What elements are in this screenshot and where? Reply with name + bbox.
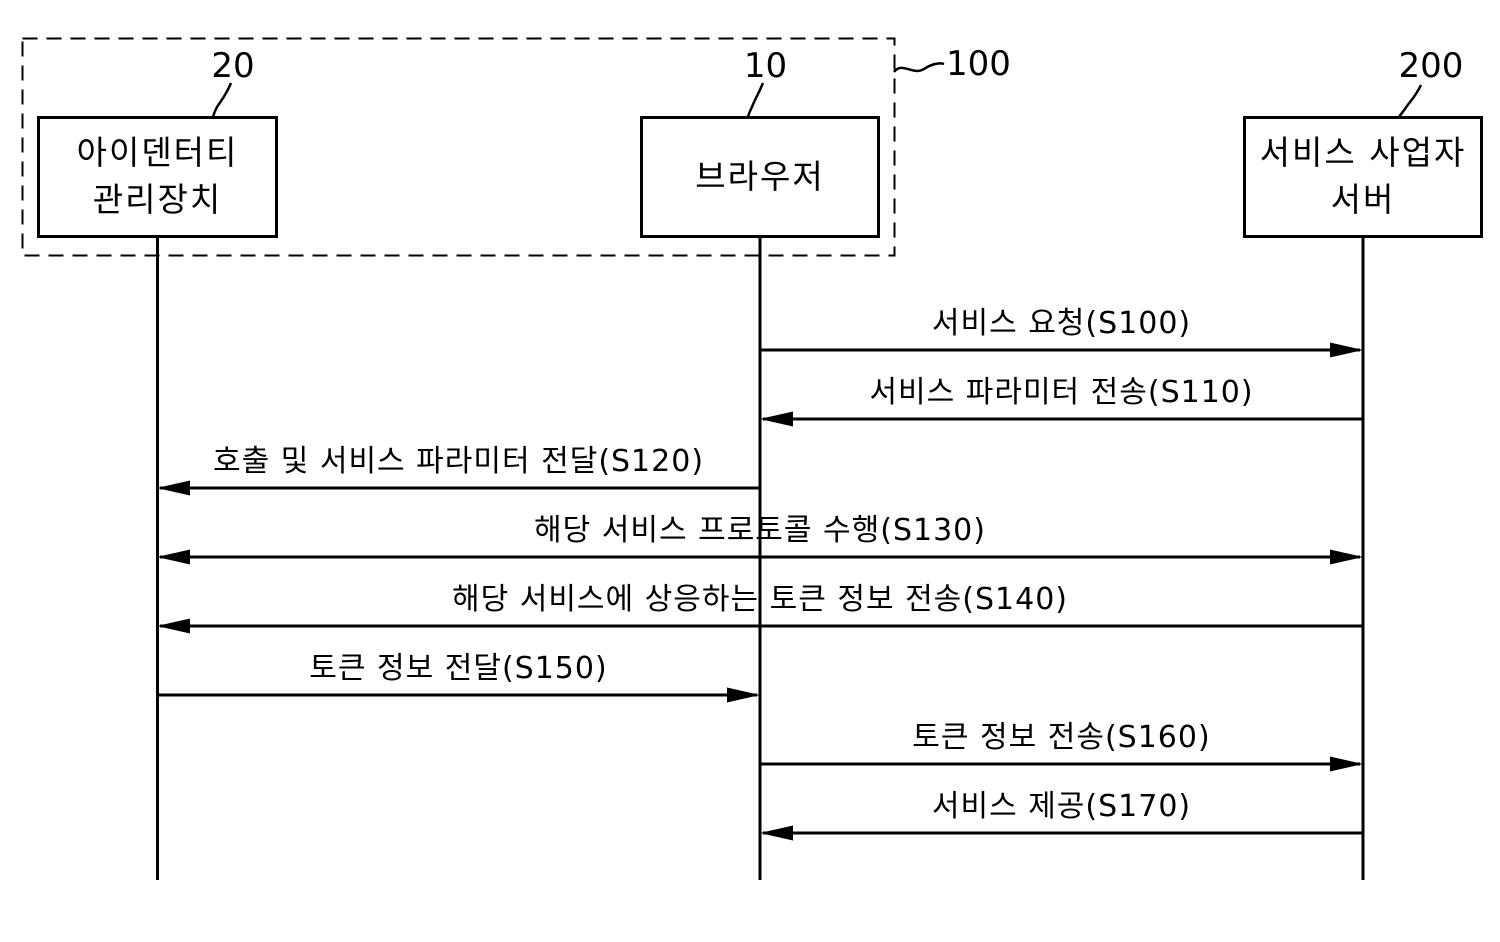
ref-tilde-100 <box>892 62 945 73</box>
ref-label-10: 10 <box>743 46 788 86</box>
message-arrow-s130 <box>157 549 1363 565</box>
message-label-s170: 서비스 제공(S170) <box>931 789 1192 824</box>
message-label-s130: 해당 서비스 프로토콜 수행(S130) <box>534 513 986 548</box>
message-arrow-s170 <box>760 825 1363 841</box>
actor-label-service-provider-server: 서비스 사업자 서버 <box>1259 133 1467 219</box>
arrowhead-right-s130 <box>1330 549 1363 565</box>
message-arrow-s120 <box>157 480 760 496</box>
message-arrow-s100 <box>760 342 1363 358</box>
arrowhead-right-s100 <box>1330 342 1363 358</box>
arrowhead-left-s110 <box>760 411 793 427</box>
arrowhead-right-s150 <box>727 687 760 703</box>
ref-connector-10 <box>746 82 765 118</box>
arrowhead-left-s130 <box>157 549 190 565</box>
actor-box-identity-manager: 아이덴터티 관리장치 <box>37 116 278 238</box>
actor-label-browser: 브라우저 <box>695 156 825 196</box>
message-label-s140: 해당 서비스에 상응하는 토큰 정보 전송(S140) <box>452 582 1068 617</box>
actor-label-identity-manager: 아이덴터티 관리장치 <box>76 133 239 219</box>
ref-label-200: 200 <box>1398 46 1464 86</box>
ref-label-100: 100 <box>946 44 1011 84</box>
message-label-s100: 서비스 요청(S100) <box>931 306 1192 341</box>
ref-connector-20 <box>211 82 233 118</box>
ref-connector-200 <box>1397 84 1423 118</box>
ref-label-20: 20 <box>211 46 255 86</box>
message-arrow-s110 <box>760 411 1363 427</box>
arrowhead-left-s120 <box>157 480 190 496</box>
message-label-s160: 토큰 정보 전송(S160) <box>912 720 1211 755</box>
message-label-s120: 호출 및 서비스 파라미터 전달(S120) <box>212 444 705 479</box>
arrowhead-left-s140 <box>157 618 190 634</box>
message-label-s150: 토큰 정보 전달(S150) <box>309 651 608 686</box>
message-label-s110: 서비스 파라미터 전송(S110) <box>869 375 1254 410</box>
actor-box-browser: 브라우저 <box>640 116 880 238</box>
actor-box-service-provider-server: 서비스 사업자 서버 <box>1243 116 1483 238</box>
message-arrow-s160 <box>760 756 1363 772</box>
message-arrow-s140 <box>157 618 1363 634</box>
arrowhead-left-s170 <box>760 825 793 841</box>
group-100-dashed-box <box>21 37 896 257</box>
message-arrow-s150 <box>157 687 760 703</box>
arrowhead-right-s160 <box>1330 756 1363 772</box>
